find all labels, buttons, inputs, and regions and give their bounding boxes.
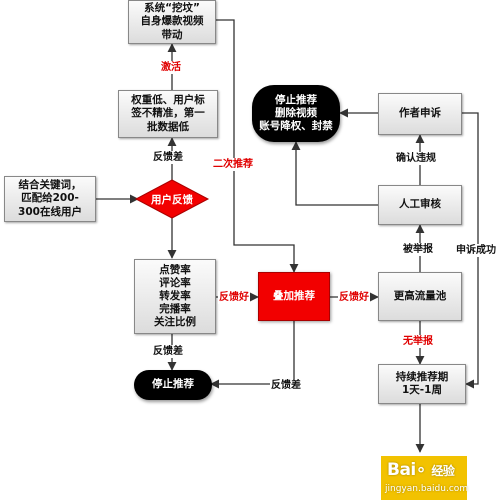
baidu-jingyan-watermark: Bai∘ 经验 jingyan.baidu.com — [381, 456, 469, 500]
node-user-feedback: 用户反馈 — [151, 193, 193, 206]
label-bad-feedback-2: 反馈差 — [152, 345, 184, 358]
node-keyword-match: 结合关键词， 匹配给200- 300在线用户 — [4, 176, 96, 222]
label-good-feedback-1: 反馈好 — [218, 291, 250, 304]
node-stop-recommend-bottom: 停止推荐 — [134, 370, 212, 400]
label-bad-feedback-3: 反馈差 — [270, 379, 302, 392]
node-weight-low: 权重低、用户标 签不精准，第一 批数据低 — [118, 90, 218, 138]
label-second-recommend: 二次推荐 — [212, 158, 254, 171]
edge-boost-to-stop — [210, 321, 295, 389]
node-stop-recommend-top: 停止推荐 删除视频 账号降权、封禁 — [252, 85, 340, 142]
node-top-viral: 系统“挖坟” 自身爆款视频 带动 — [128, 0, 216, 44]
label-bad-feedback-1: 反馈差 — [152, 151, 184, 164]
node-manual-review: 人工审核 — [378, 185, 462, 225]
node-higher-pool: 更高流量池 — [378, 272, 462, 321]
user-feedback-diamond — [134, 179, 210, 219]
label-no-report: 无举报 — [402, 335, 434, 348]
label-reported: 被举报 — [402, 243, 434, 256]
edge-review-to-stop — [291, 141, 378, 206]
label-good-feedback-2: 反馈好 — [338, 291, 370, 304]
node-boost: 叠加推荐 — [258, 272, 330, 321]
label-appeal-success: 申诉成功 — [455, 244, 497, 257]
label-confirm-violation: 确认违规 — [395, 152, 437, 165]
node-author-appeal: 作者申诉 — [378, 93, 462, 135]
node-metrics: 点赞率 评论率 转发率 完播率 关注比例 — [134, 259, 216, 334]
edge-second-recommend — [216, 19, 299, 273]
label-activate: 激活 — [160, 61, 182, 74]
watermark-url: jingyan.baidu.com — [385, 484, 469, 494]
node-continuous: 持续推荐期 1天-1周 — [378, 364, 466, 404]
watermark-brand: Bai∘ 经验 — [387, 460, 455, 480]
